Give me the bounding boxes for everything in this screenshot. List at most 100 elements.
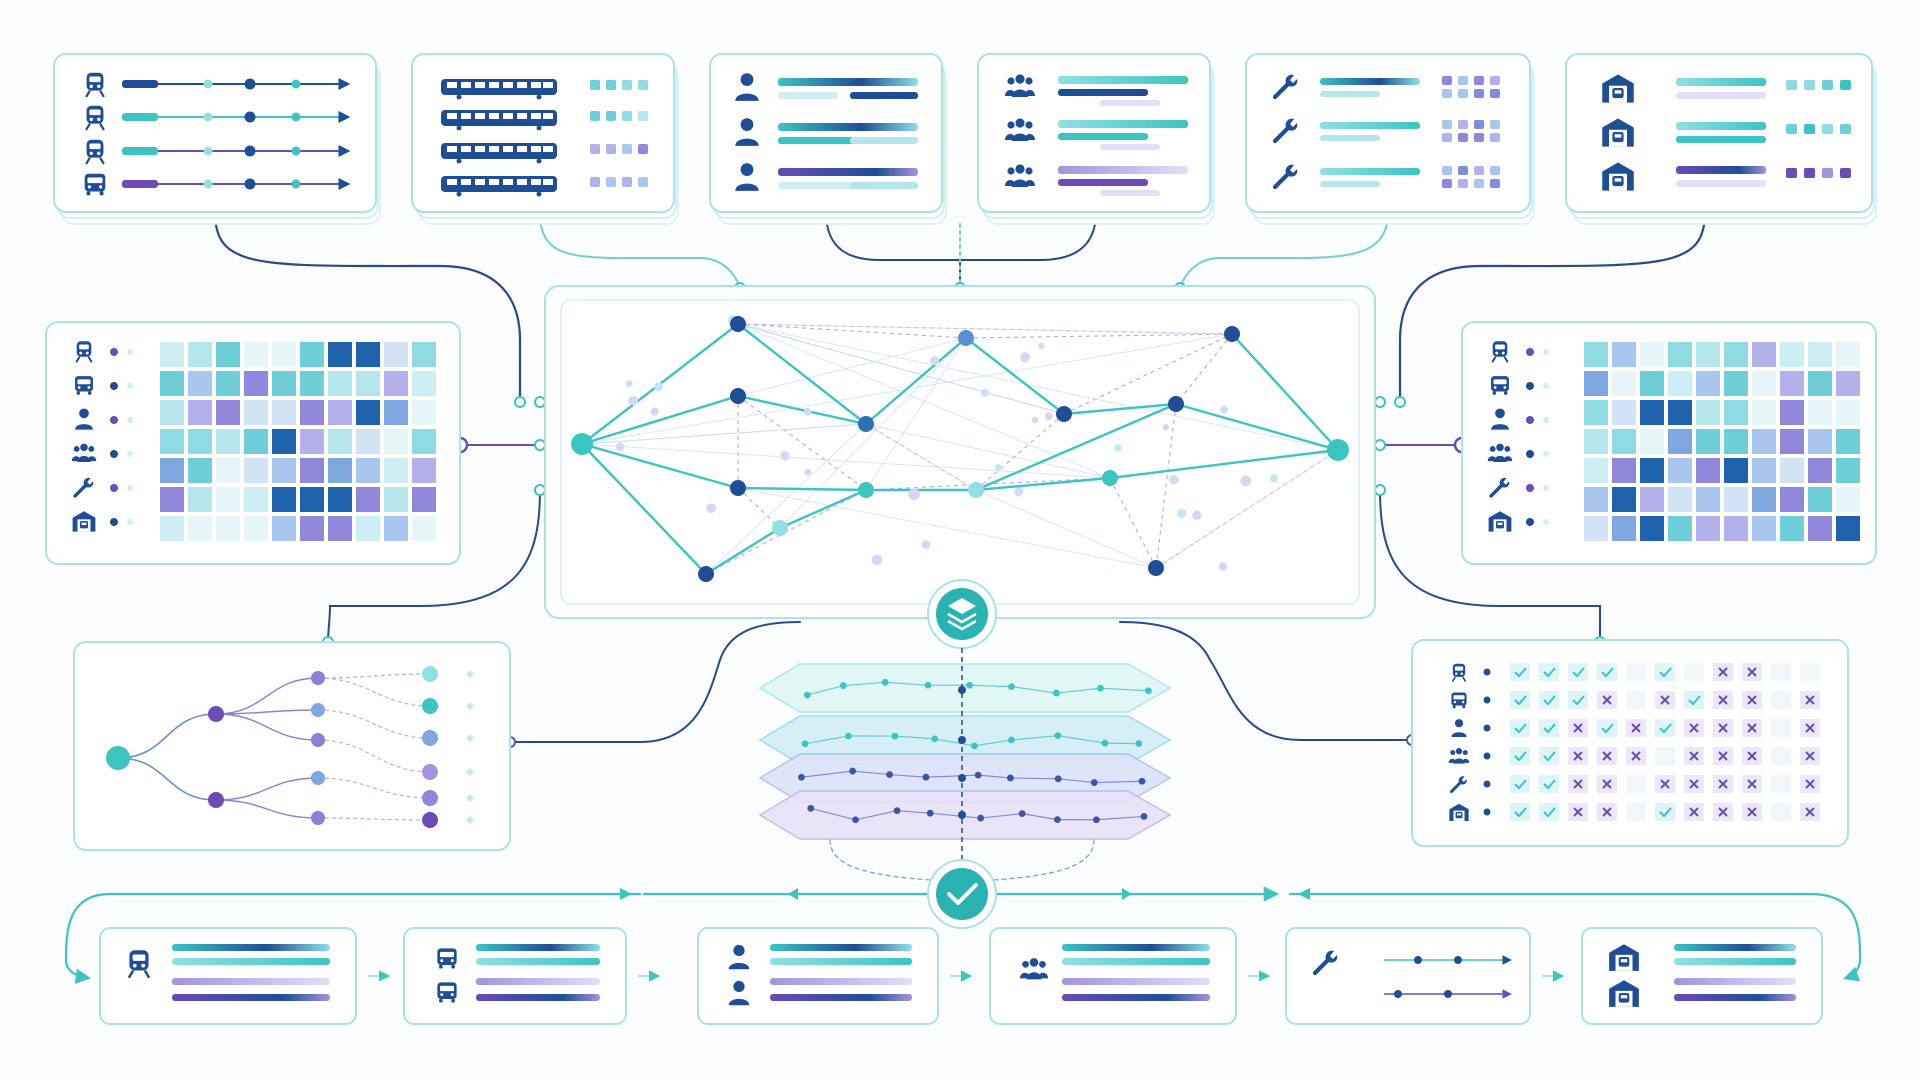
network-minor-node [1169,475,1179,485]
pipeline-frame [697,927,939,1025]
network-minor-node [1218,562,1228,571]
network-minor-node [1162,423,1170,431]
task-bar [1320,122,1420,129]
fleet-cell [622,111,632,121]
task-cell [1474,120,1484,129]
panels [45,53,1877,851]
cross-icon [1718,723,1728,733]
matrix-cell [300,487,324,512]
matrix-cell [188,342,212,367]
stack-edge [843,681,886,687]
stack-edge [930,812,981,819]
matrix-cell [328,342,352,367]
network-minor-node [804,468,812,476]
panel-assignment-matrix-left [45,321,461,565]
connector-line [539,211,741,289]
layers-icon [927,579,997,649]
depot-bar [1676,78,1766,86]
network-edge [975,476,1111,492]
stack-node [798,773,805,781]
network-edge [965,337,1065,415]
network-node [1056,406,1072,422]
cross-icon [1718,807,1728,817]
stack-edge [1011,735,1058,741]
pipeline-bar [770,944,912,951]
staff-bar [850,137,918,144]
task-cell [1490,133,1500,142]
matrix-cell [216,516,240,541]
matrix-cell [188,400,212,425]
stack-node [1097,684,1104,692]
layer-shape [947,619,977,631]
stack-node [1008,736,1015,744]
check-cell [1771,719,1791,737]
network-minor-node [628,395,638,406]
check-cell [1510,803,1530,821]
matrix-cell [1752,487,1776,512]
tree-edge [317,677,431,707]
panel-staff-roster [709,53,947,225]
matrix-cell [160,429,184,454]
panel-validation-grid [1411,639,1849,847]
fleet-cell [606,80,616,90]
connector-node [1374,439,1386,451]
depot-cell [1786,124,1797,134]
network-minor-node [1038,342,1045,350]
depot-cell [1804,124,1815,134]
fleet-cell [606,111,616,121]
network-edge [737,487,1157,569]
cross-icon [1805,695,1815,705]
task-bar [1320,78,1420,85]
depot-cell [1804,80,1815,90]
network-minor-node [654,382,664,392]
matrix-cell [244,342,268,367]
matrix-cell [300,516,324,541]
cross-icon [1805,779,1815,789]
tree-edge [117,713,217,759]
matrix-cell [1640,487,1664,512]
matrix-cell [412,429,436,454]
network-edge [1109,477,1157,569]
pipeline-bar [1062,958,1210,965]
task-cell [1474,133,1484,142]
staff-bar [778,168,918,176]
row-dot [1543,417,1549,423]
cross-icon [1689,751,1699,761]
staff-bar [778,92,838,99]
depot-bar [1676,122,1766,130]
matrix-cell [1780,371,1804,396]
row-dot [127,451,133,457]
route-stop [291,179,301,189]
matrix-cell [356,516,380,541]
network-minor-node [1014,487,1024,497]
network-edge [705,526,781,576]
row-dot [1526,348,1534,356]
stack-node [803,691,811,699]
matrix-cell [160,400,184,425]
network-edge [1231,333,1339,451]
stack-edge [1011,686,1057,694]
pipeline-bar [172,994,330,1001]
matrix-cell [1808,458,1832,483]
network-edge [737,323,1339,451]
matrix-cell [1780,516,1804,541]
pipeline-frame [403,927,627,1025]
cross-icon [1747,695,1757,705]
matrix-cell [272,458,296,483]
stack-node [977,814,985,822]
check-cell [1539,775,1559,793]
network-edge [737,323,967,339]
row-dot [127,417,133,423]
cross-icon [1660,779,1670,789]
stack-edge [969,684,1012,688]
matrix-cell [244,458,268,483]
route-stop [244,178,256,190]
pipeline-step [697,927,939,1025]
matrix-cell [1584,400,1608,425]
matrix-cell [1612,487,1636,512]
matrix-cell [188,458,212,483]
matrix-cell [1584,487,1608,512]
row-dot [1483,696,1491,704]
depot-bar [1676,180,1766,187]
cross-icon [1718,667,1728,677]
